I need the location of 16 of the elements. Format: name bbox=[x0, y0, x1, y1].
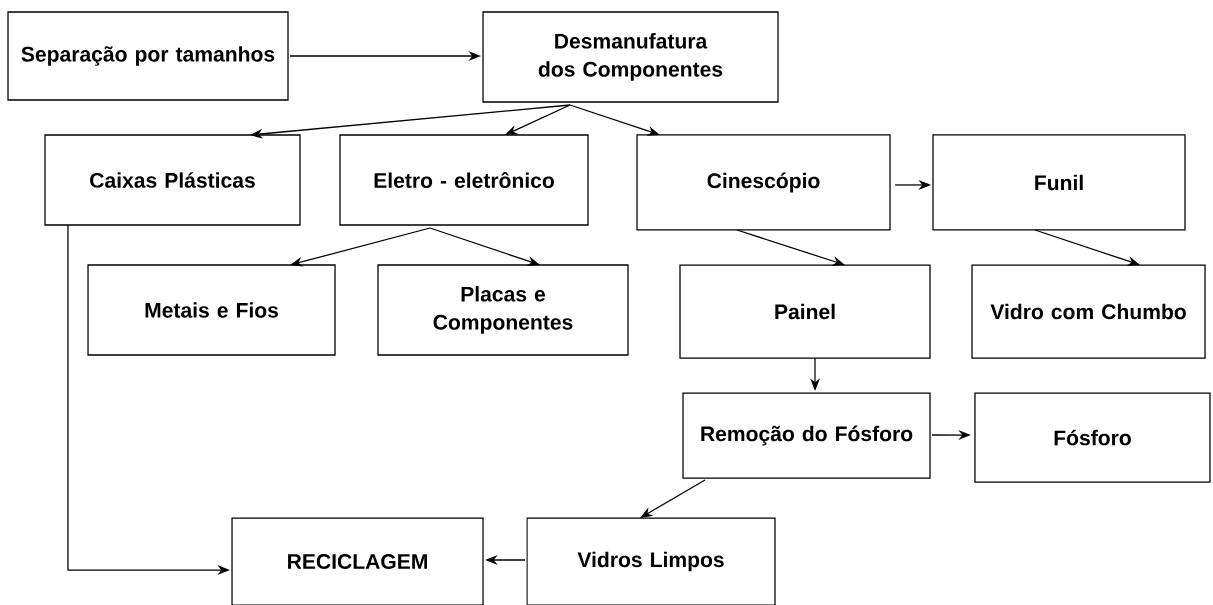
process-box: Desmanufatura dos Componentes bbox=[482, 11, 779, 103]
process-box: Vidro com Chumbo bbox=[971, 264, 1206, 359]
process-box: Painel bbox=[679, 264, 931, 359]
process-box: Cinescópio bbox=[636, 134, 891, 231]
process-box: Funil bbox=[932, 134, 1186, 231]
process-box: RECICLAGEM bbox=[231, 517, 484, 605]
process-box: Vidros Limpos bbox=[526, 517, 776, 605]
process-box: Caixas Plásticas bbox=[44, 134, 301, 226]
process-box: Separação por tamanhos bbox=[7, 11, 289, 101]
process-box: Metais e Fios bbox=[87, 264, 336, 356]
process-box: Placas e Componentes bbox=[377, 264, 629, 356]
arrow bbox=[505, 104, 571, 135]
process-box: Remoção do Fósforo bbox=[682, 392, 931, 479]
arrow bbox=[640, 479, 706, 518]
process-box: Fósforo bbox=[974, 392, 1211, 483]
process-box: Eletro - eletrônico bbox=[339, 134, 589, 226]
